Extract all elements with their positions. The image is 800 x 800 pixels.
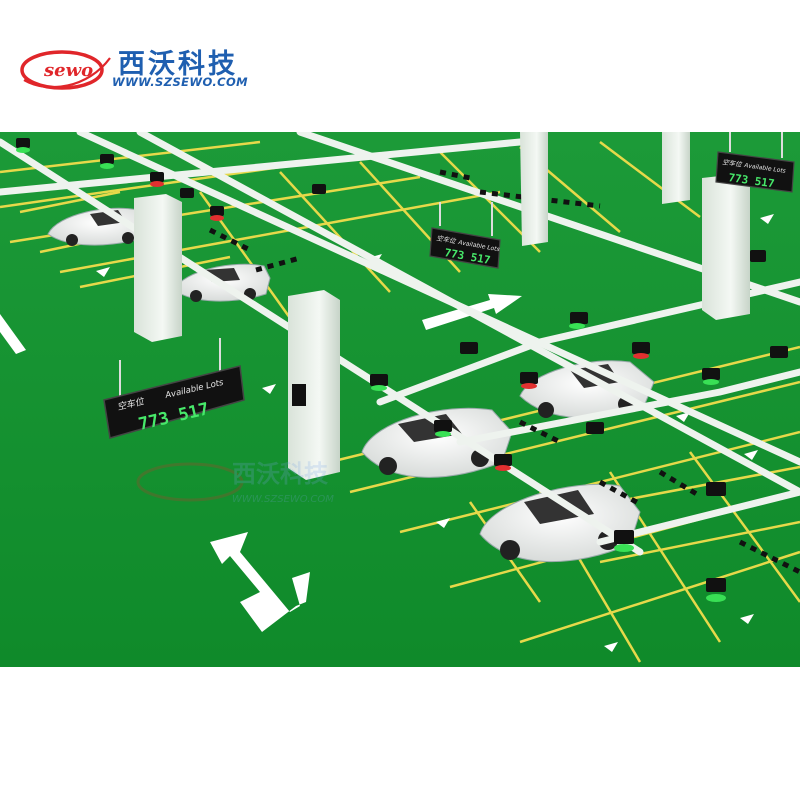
arrow-left-icon	[0, 314, 26, 354]
guidance-signs: 空车位 Available Lots 773 517 空车位 Available…	[103, 132, 795, 439]
brand-name: 西沃科技	[118, 49, 238, 80]
pillars	[134, 132, 750, 480]
pillar	[134, 194, 182, 342]
logo-script-text: sewo	[43, 60, 93, 81]
sign-label-cn: 空车位	[436, 234, 458, 246]
space-sensors	[16, 138, 788, 602]
parking-scene: 空车位 Available Lots 773 517 空车位 Available…	[0, 132, 800, 667]
pillar-sensor-box	[292, 384, 306, 406]
watermark: 西沃科技 WWW.SZSEWO.COM	[136, 460, 334, 505]
brand-url: WWW.SZSEWO.COM	[112, 75, 249, 89]
arrow-turn-icon	[210, 532, 310, 632]
pillar	[288, 290, 340, 480]
pillar	[702, 174, 750, 320]
sign-available-counts: 773 517	[728, 171, 776, 190]
watermark-url: WWW.SZSEWO.COM	[232, 494, 334, 505]
pillar	[662, 132, 690, 204]
sign-label-cn: 空车位	[722, 158, 744, 169]
sewo-logo-mark: sewo	[20, 50, 111, 90]
watermark-name: 西沃科技	[232, 460, 329, 488]
parking-illustration: 空车位 Available Lots 773 517 空车位 Available…	[0, 132, 800, 667]
guidance-sign: 空车位 Available Lots 773 517	[715, 132, 795, 193]
pillar	[520, 132, 548, 246]
